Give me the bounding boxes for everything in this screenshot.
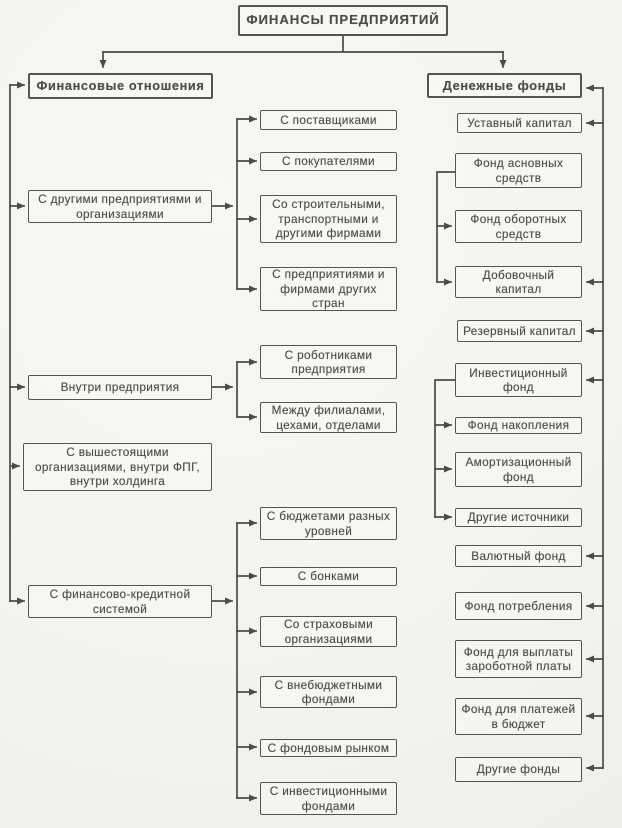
node-other-enterprises: С другими предприятиями и организациями: [28, 190, 212, 223]
node-other-funds: Другие фонды: [455, 757, 582, 782]
node-other-sources: Другие источники: [455, 508, 582, 527]
node-wage-payment-fund: Фонд для выплаты зароботной платы: [455, 640, 582, 678]
node-reserve-capital: Резервный капитал: [457, 320, 582, 342]
node-stock-market: С фондовым рынком: [260, 739, 397, 757]
node-currency-fund: Валютный фонд: [455, 545, 582, 567]
node-investment-funds: С инвестиционными фондами: [260, 782, 397, 815]
node-charter-capital: Уставный капитал: [457, 113, 582, 133]
node-extrabudgetary-funds: С внебюджетными фондами: [260, 676, 397, 708]
node-suppliers: С поставщиками: [260, 110, 397, 130]
node-fixed-assets-fund: Фонд асновных средств: [455, 153, 582, 188]
node-branches-departments: Между филиалами, цехами, отделами: [260, 402, 397, 433]
node-higher-organizations: С вышестоящими организациями, внутри ФПГ…: [23, 443, 212, 491]
node-budgets: С бюджетами разных уровней: [260, 507, 397, 540]
node-working-capital-fund: Фонд оборотных средств: [455, 210, 582, 243]
node-employees: С роботниками предприятия: [260, 345, 397, 379]
node-additional-capital: Добовочный капитал: [455, 266, 582, 298]
node-construction-transport-firms: Со строительными, транспортными и другим…: [260, 195, 397, 243]
node-title: ФИНАНСЫ ПРЕДПРИЯТИЙ: [238, 5, 448, 36]
node-buyers: С покупателями: [260, 152, 397, 171]
node-budget-payments-fund: Фонд для платежей в бюджет: [455, 698, 582, 735]
header-monetary-funds: Денежные фонды: [427, 73, 582, 98]
node-foreign-enterprises: С предприятиями и фирмами других стран: [260, 267, 397, 311]
node-investment-fund: Инвестиционный фонд: [455, 363, 582, 397]
node-inside-enterprise: Внутри предприятия: [28, 375, 212, 400]
node-consumption-fund: Фонд потребления: [455, 592, 582, 620]
node-depreciation-fund: Амортизационный фонд: [455, 452, 582, 487]
node-financial-credit-system: С финансово-кредитной системой: [28, 585, 212, 618]
node-accumulation-fund: Фонд накопления: [455, 417, 582, 434]
header-financial-relations: Финансовые отношения: [28, 73, 213, 99]
node-insurance-organizations: Со страховыми организациями: [260, 616, 397, 647]
node-banks: С бонками: [260, 567, 397, 586]
